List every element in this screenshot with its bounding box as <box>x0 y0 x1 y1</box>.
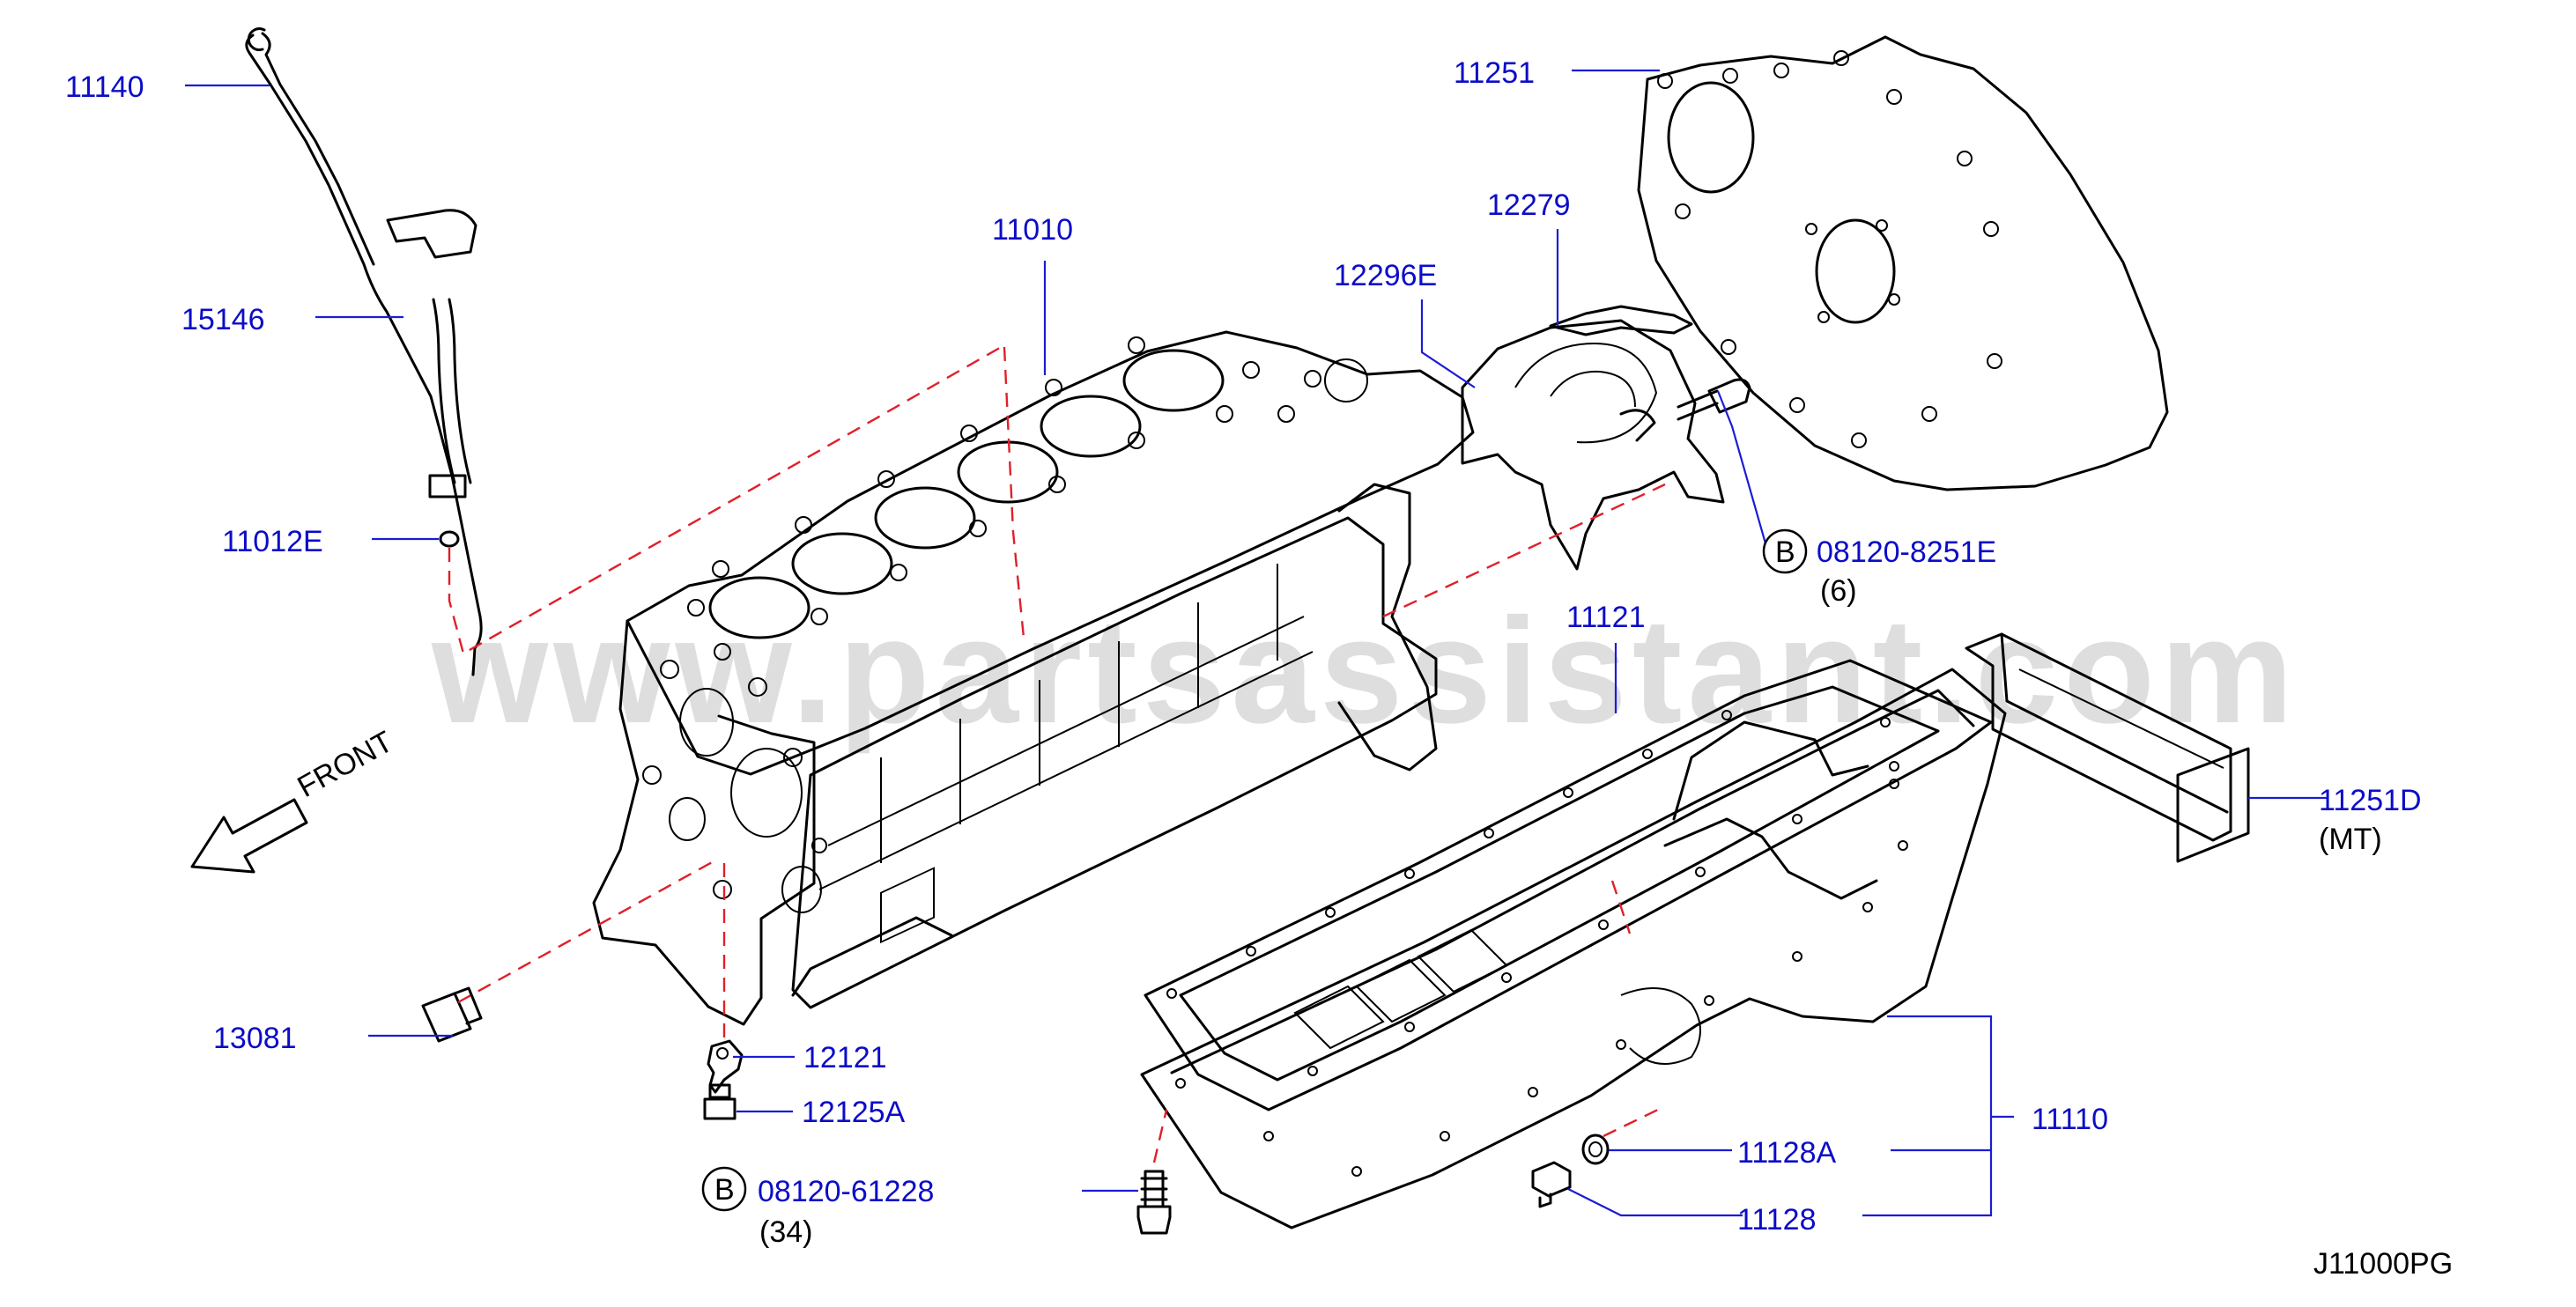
label-11010[interactable]: 11010 <box>992 213 1073 247</box>
b-marker-block: B <box>714 1173 735 1207</box>
leader-lines <box>185 69 2328 1217</box>
label-08120-61228-qty: (34) <box>759 1215 812 1249</box>
bolt-12125A[interactable] <box>703 1083 737 1120</box>
dashed-guides <box>448 343 1666 1163</box>
front-label: FRONT <box>292 725 398 804</box>
dipstick-o-ring[interactable] <box>439 530 460 548</box>
label-11251d[interactable]: 11251D <box>2319 784 2422 817</box>
label-11012e[interactable]: 11012E <box>222 525 323 558</box>
b-circle-icon: B <box>1762 528 1808 574</box>
front-arrow-icon <box>190 798 308 874</box>
label-15146[interactable]: 15146 <box>181 303 265 336</box>
rear-seal-gasket[interactable] <box>1549 305 1693 336</box>
label-08120-8251e[interactable]: 08120-8251E <box>1817 535 1996 569</box>
label-08120-61228[interactable]: 08120-61228 <box>758 1175 934 1208</box>
label-08120-8251e-qty: (6) <box>1820 574 1857 608</box>
label-12279[interactable]: 12279 <box>1487 188 1571 222</box>
rear-retainer-bolt[interactable] <box>1677 378 1751 421</box>
rear-oil-seal-retainer[interactable] <box>1461 319 1725 571</box>
label-11251[interactable]: 11251 <box>1454 56 1535 90</box>
label-11251d-note: (MT) <box>2319 823 2382 856</box>
block-plug-13081[interactable] <box>421 986 483 1043</box>
drain-plug[interactable] <box>1531 1161 1572 1208</box>
b-marker-rear: B <box>1775 535 1795 569</box>
diagram-code: J11000PG <box>2313 1247 2453 1281</box>
label-11128a[interactable]: 11128A <box>1737 1136 1836 1170</box>
oil-pan[interactable] <box>1140 668 2007 1229</box>
bolt-oil-pan[interactable] <box>1136 1170 1172 1235</box>
label-11121[interactable]: 11121 <box>1566 601 1646 634</box>
baffle-11251D[interactable] <box>1965 632 2250 863</box>
oil-pan-gasket[interactable] <box>1144 659 1993 1111</box>
label-11140[interactable]: 11140 <box>65 70 144 104</box>
drain-plug-washer[interactable] <box>1581 1133 1610 1165</box>
rear-plate[interactable] <box>1637 35 2169 491</box>
cylinder-block[interactable] <box>592 330 1475 1026</box>
label-11128[interactable]: 11128 <box>1737 1203 1817 1237</box>
label-12296e[interactable]: 12296E <box>1334 259 1437 292</box>
label-11110[interactable]: 11110 <box>2032 1103 2108 1136</box>
label-12121[interactable]: 12121 <box>803 1041 887 1074</box>
label-12125a[interactable]: 12125A <box>802 1096 906 1129</box>
dipstick[interactable] <box>245 27 483 676</box>
b-circle-icon: B <box>701 1166 747 1212</box>
label-13081[interactable]: 13081 <box>213 1022 297 1055</box>
